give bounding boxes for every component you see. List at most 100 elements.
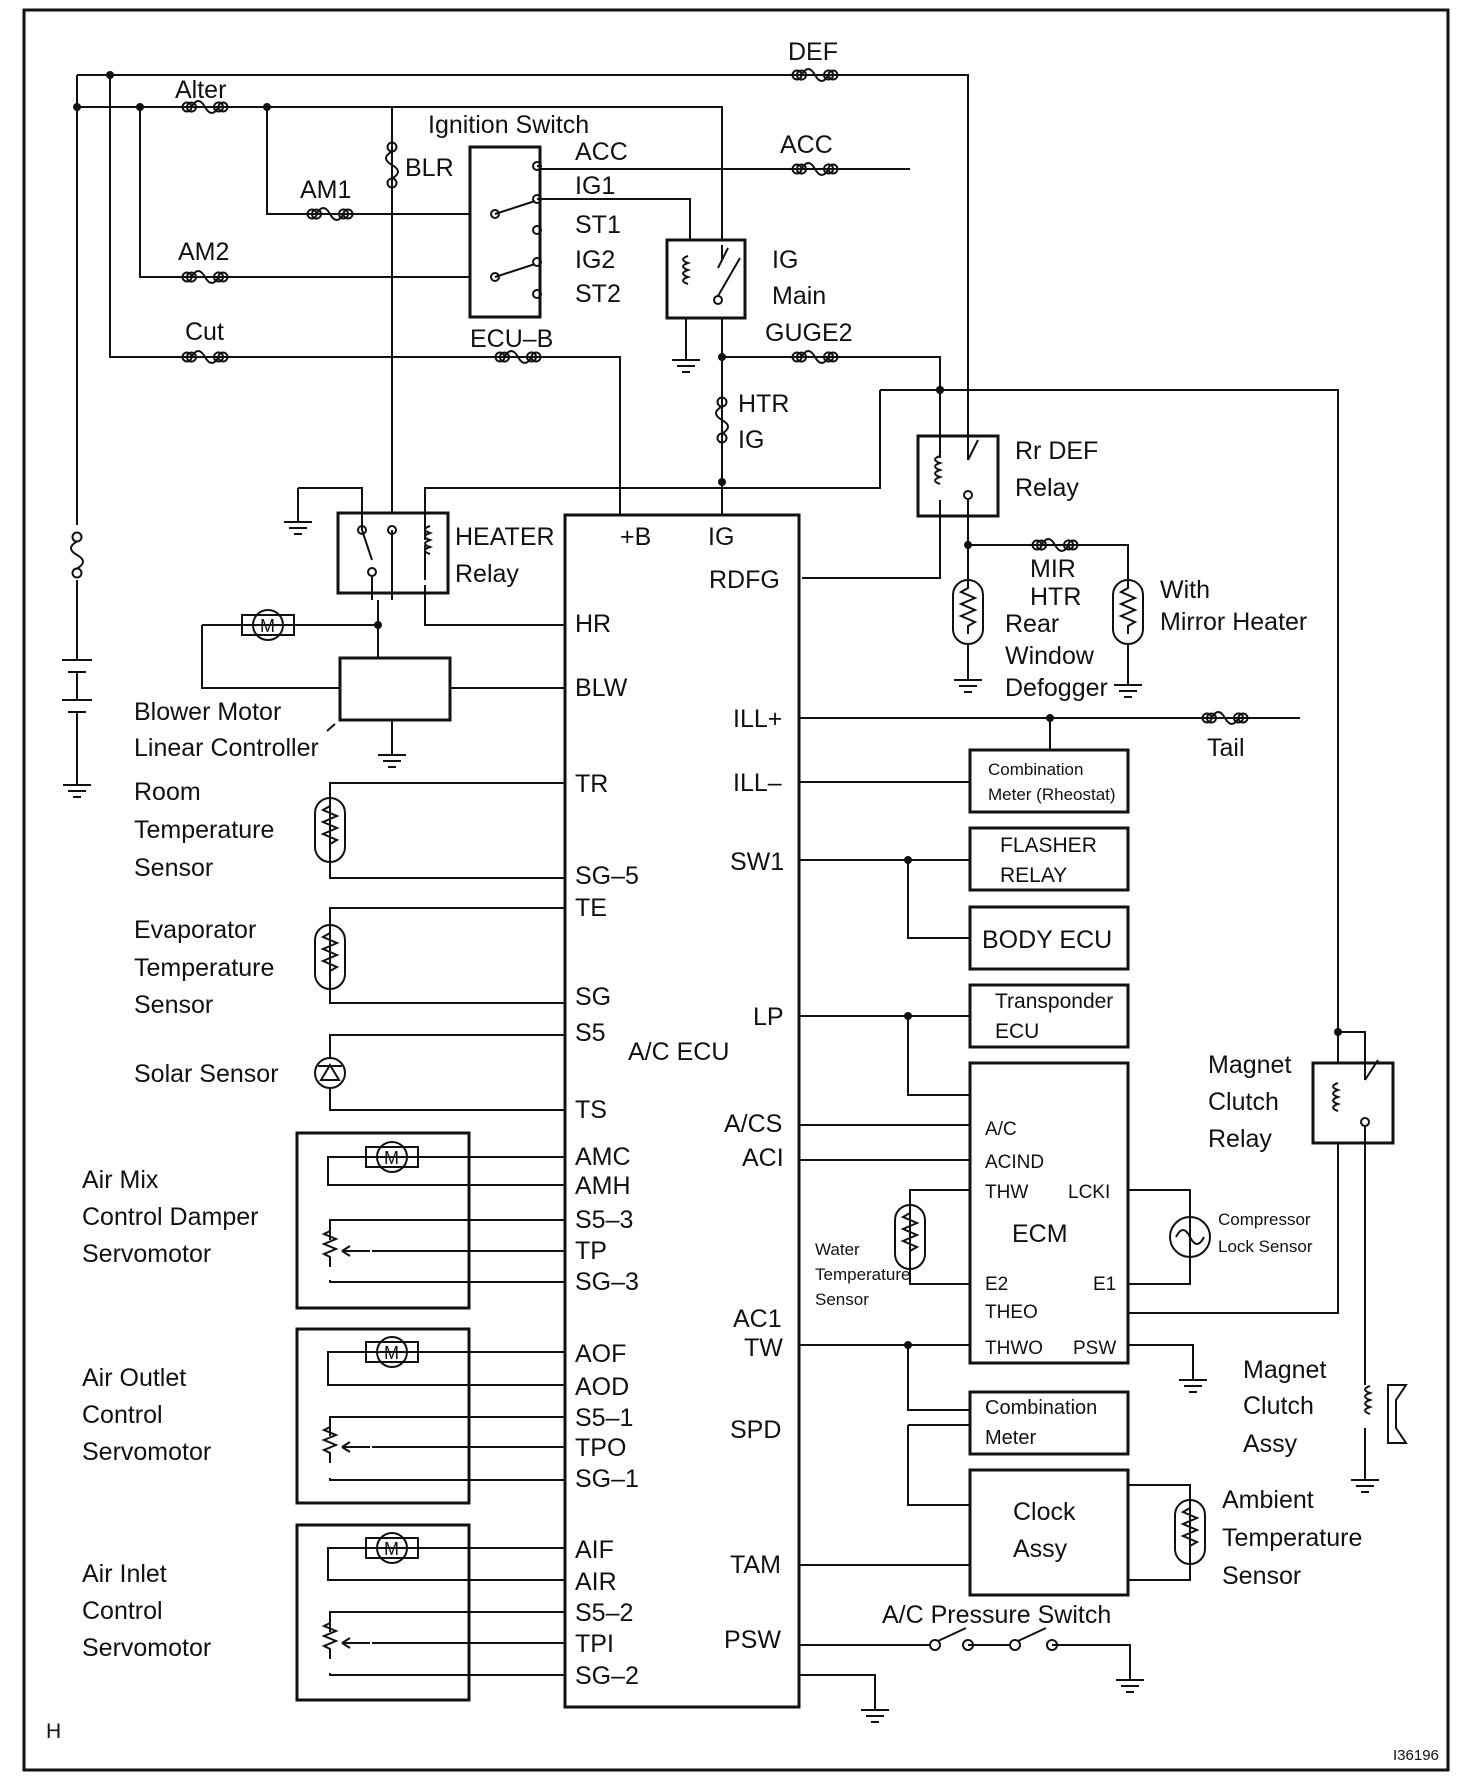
svg-text:Control: Control <box>82 1401 163 1429</box>
svg-text:TS: TS <box>575 1096 607 1124</box>
svg-text:THEO: THEO <box>985 1302 1038 1323</box>
fuse-cut: Cut <box>181 318 229 364</box>
svg-text:AOF: AOF <box>575 1340 626 1368</box>
svg-text:Cut: Cut <box>185 318 224 346</box>
fuse-def: DEF <box>788 38 839 82</box>
svg-text:Combination: Combination <box>985 1397 1097 1419</box>
fuse-ecu-b: ECU–B <box>470 325 553 364</box>
svg-text:+B: +B <box>620 523 651 551</box>
body-ecu: BODY ECU <box>968 905 1130 971</box>
svg-text:Sensor: Sensor <box>134 854 213 882</box>
svg-text:LP: LP <box>753 1003 784 1031</box>
svg-text:SW1: SW1 <box>730 848 784 876</box>
svg-text:LCKI: LCKI <box>1068 1182 1110 1203</box>
svg-text:Main: Main <box>772 282 826 310</box>
svg-text:Meter (Rheostat): Meter (Rheostat) <box>988 785 1116 804</box>
fuse-am2: AM2 <box>178 238 229 284</box>
air-inlet-servomotor: Air Inlet Control Servomotor <box>82 1523 578 1702</box>
svg-text:Combination: Combination <box>988 760 1083 779</box>
svg-text:IG: IG <box>708 523 734 551</box>
heater-relay: HEATER Relay <box>283 390 881 626</box>
svg-text:A/C ECU: A/C ECU <box>628 1038 729 1066</box>
svg-text:SG–1: SG–1 <box>575 1465 639 1493</box>
svg-text:ACI: ACI <box>742 1144 784 1172</box>
svg-text:Blower Motor: Blower Motor <box>134 698 281 726</box>
svg-text:HTR: HTR <box>1030 583 1081 611</box>
svg-text:Lock Sensor: Lock Sensor <box>1218 1237 1313 1256</box>
svg-text:Temperature: Temperature <box>1222 1524 1362 1552</box>
svg-text:HR: HR <box>575 610 611 638</box>
svg-text:Clutch: Clutch <box>1208 1088 1279 1116</box>
svg-text:TR: TR <box>575 770 608 798</box>
svg-text:S5: S5 <box>575 1019 606 1047</box>
figure-id: I36196 <box>1393 1747 1439 1764</box>
svg-text:Clock: Clock <box>1013 1498 1076 1526</box>
ac-pressure-switch: A/C Pressure Switch <box>882 1601 1111 1651</box>
svg-text:SPD: SPD <box>730 1416 781 1444</box>
svg-text:SG–5: SG–5 <box>575 862 639 890</box>
fuse-blr: BLR <box>385 141 454 189</box>
svg-text:Sensor: Sensor <box>134 991 213 1019</box>
svg-text:ACIND: ACIND <box>985 1152 1044 1173</box>
svg-text:AIR: AIR <box>575 1568 617 1596</box>
svg-text:Alter: Alter <box>175 76 226 104</box>
svg-text:ACC: ACC <box>780 131 833 159</box>
svg-text:TPO: TPO <box>575 1434 626 1462</box>
svg-text:Assy: Assy <box>1013 1535 1068 1563</box>
svg-text:HTR: HTR <box>738 390 789 418</box>
ignition-switch: Ignition Switch ACC IG1 ST1 IG2 ST2 <box>428 111 628 319</box>
svg-text:BLW: BLW <box>575 674 628 702</box>
fuse-acc: ACC <box>780 131 839 176</box>
svg-text:Servomotor: Servomotor <box>82 1240 211 1268</box>
fuse-htr-ig: HTR IG <box>715 390 789 454</box>
svg-text:Control: Control <box>82 1597 163 1625</box>
svg-text:ILL–: ILL– <box>733 769 782 797</box>
svg-text:Temperature: Temperature <box>134 816 274 844</box>
svg-text:Servomotor: Servomotor <box>82 1634 211 1662</box>
evaporator-temperature-sensor: Evaporator Temperature Sensor <box>134 907 578 1019</box>
svg-text:AMC: AMC <box>575 1143 631 1171</box>
svg-text:ECU: ECU <box>995 1020 1039 1043</box>
svg-text:Air Mix: Air Mix <box>82 1166 159 1194</box>
svg-text:TPI: TPI <box>575 1630 614 1658</box>
svg-text:Rr DEF: Rr DEF <box>1015 437 1098 465</box>
svg-text:Servomotor: Servomotor <box>82 1438 211 1466</box>
svg-text:S5–2: S5–2 <box>575 1599 633 1627</box>
svg-text:E1: E1 <box>1093 1274 1116 1295</box>
svg-text:AM1: AM1 <box>300 176 351 204</box>
svg-text:ST1: ST1 <box>575 211 621 239</box>
svg-text:PSW: PSW <box>1073 1338 1116 1359</box>
svg-text:AOD: AOD <box>575 1373 629 1401</box>
svg-text:IG: IG <box>738 426 764 454</box>
svg-text:THW: THW <box>985 1182 1028 1203</box>
svg-text:Assy: Assy <box>1243 1430 1298 1458</box>
svg-text:PSW: PSW <box>724 1626 781 1654</box>
svg-text:IG: IG <box>772 246 798 274</box>
svg-text:E2: E2 <box>985 1274 1008 1295</box>
svg-text:ILL+: ILL+ <box>733 705 782 733</box>
svg-text:AM2: AM2 <box>178 238 229 266</box>
svg-text:BODY ECU: BODY ECU <box>982 926 1112 954</box>
svg-text:Relay: Relay <box>1015 474 1079 502</box>
svg-text:HEATER: HEATER <box>455 523 555 551</box>
svg-text:DEF: DEF <box>788 38 838 66</box>
fuse-am1: AM1 <box>300 176 354 221</box>
svg-text:BLR: BLR <box>405 154 454 182</box>
svg-text:Air Outlet: Air Outlet <box>82 1364 186 1392</box>
svg-text:SG: SG <box>575 983 611 1011</box>
flasher-relay: FLASHER RELAY <box>968 826 1130 892</box>
svg-text:TE: TE <box>575 894 607 922</box>
svg-text:AIF: AIF <box>575 1536 614 1564</box>
svg-text:IG2: IG2 <box>575 246 615 274</box>
combination-meter: Combination Meter <box>968 1390 1130 1456</box>
ecm: ECM A/C ACIND THW LCKI E2 E1 THEO THWO P… <box>894 1032 1339 1393</box>
ambient-temperature-sensor: Ambient Temperature Sensor <box>1222 1486 1362 1590</box>
compressor-lock-sensor: Compressor Lock Sensor <box>1218 1210 1313 1256</box>
svg-text:Meter: Meter <box>985 1427 1036 1449</box>
svg-text:Sensor: Sensor <box>1222 1562 1301 1590</box>
svg-text:TP: TP <box>575 1237 607 1265</box>
ig-main-relay: IG Main <box>665 238 826 373</box>
svg-text:Magnet: Magnet <box>1208 1051 1291 1079</box>
fuse-guge2: GUGE2 <box>765 319 853 364</box>
svg-text:Relay: Relay <box>455 560 519 588</box>
